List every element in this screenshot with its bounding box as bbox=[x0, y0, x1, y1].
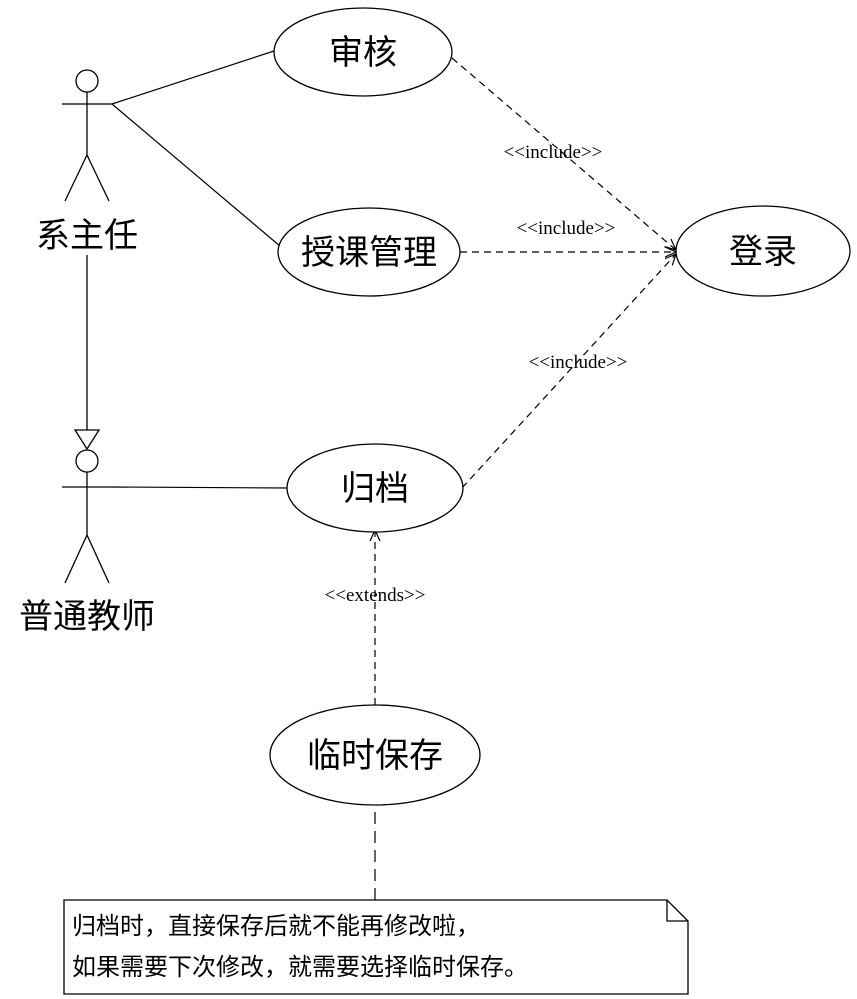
note-line-1: 归档时，直接保存后就不能再修改啦， bbox=[72, 912, 480, 940]
usecase-archive: 归档 bbox=[286, 443, 464, 533]
note: 归档时，直接保存后就不能再修改啦， 如果需要下次修改，就需要选择临时保存。 bbox=[63, 899, 689, 995]
association-course-management bbox=[111, 103, 288, 253]
label-include-course: <<include>> bbox=[517, 218, 616, 239]
actor-label-department-head: 系主任 bbox=[36, 216, 138, 256]
usecase-review: 审核 bbox=[273, 7, 453, 97]
usecase-label-course-management: 授课管理 bbox=[301, 233, 437, 273]
actor-teacher bbox=[62, 449, 112, 584]
usecase-label-login: 登录 bbox=[729, 232, 797, 272]
actor-label-teacher: 普通教师 bbox=[19, 597, 155, 637]
association-review bbox=[111, 50, 275, 105]
usecase-label-review: 审核 bbox=[329, 33, 397, 73]
usecase-temp-save: 临时保存 bbox=[269, 704, 481, 806]
include-archive-login bbox=[461, 254, 676, 489]
note-line-2: 如果需要下次修改，就需要选择临时保存。 bbox=[72, 953, 528, 981]
usecase-label-temp-save: 临时保存 bbox=[307, 736, 443, 776]
usecase-login: 登录 bbox=[675, 205, 851, 297]
label-extends: <<extends>> bbox=[325, 585, 426, 606]
generalization-arrow bbox=[73, 255, 101, 451]
usecase-course-management: 授课管理 bbox=[277, 207, 461, 297]
association-archive bbox=[111, 486, 289, 489]
usecase-label-archive: 归档 bbox=[341, 469, 409, 509]
include-review-login bbox=[451, 57, 676, 250]
label-include-review: <<include>> bbox=[504, 142, 603, 163]
label-include-archive: <<include>> bbox=[529, 352, 628, 373]
actor-department-head bbox=[62, 69, 112, 202]
